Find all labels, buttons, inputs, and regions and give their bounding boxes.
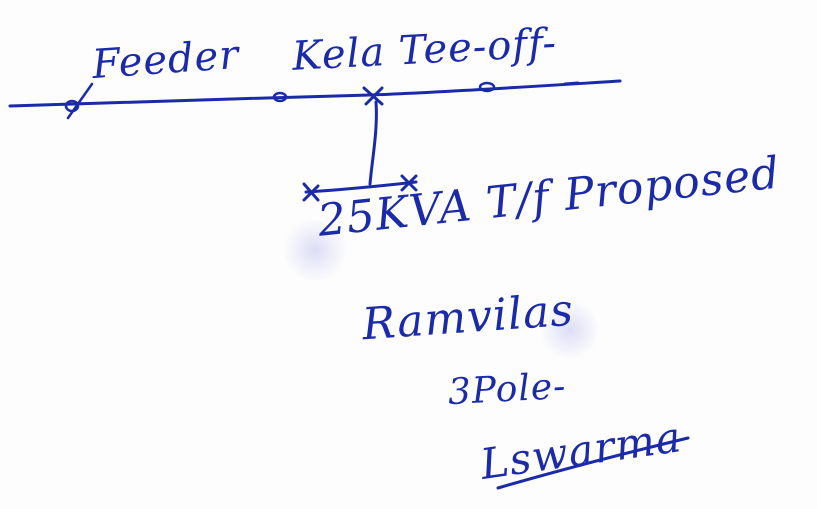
signature-underline [496, 436, 690, 490]
pole-marker-4 [563, 81, 580, 86]
pole-marker-3 [478, 81, 496, 93]
poles-label: 3Pole- [446, 365, 568, 414]
ink-smudge [280, 220, 350, 280]
feeder-line [8, 79, 622, 108]
pole-marker-2 [272, 91, 288, 103]
transformer-bar [304, 180, 418, 194]
transformer-cross-left [302, 182, 320, 202]
transformer-cross-right [400, 174, 418, 192]
pole-marker-1 [64, 99, 80, 113]
feeder-tail-stroke [66, 82, 94, 120]
ink-smudge [540, 300, 600, 360]
teeoff-branch-line [368, 100, 378, 186]
teeoff-junction-cross [362, 86, 384, 106]
feeder-label: Feeder [90, 31, 241, 89]
